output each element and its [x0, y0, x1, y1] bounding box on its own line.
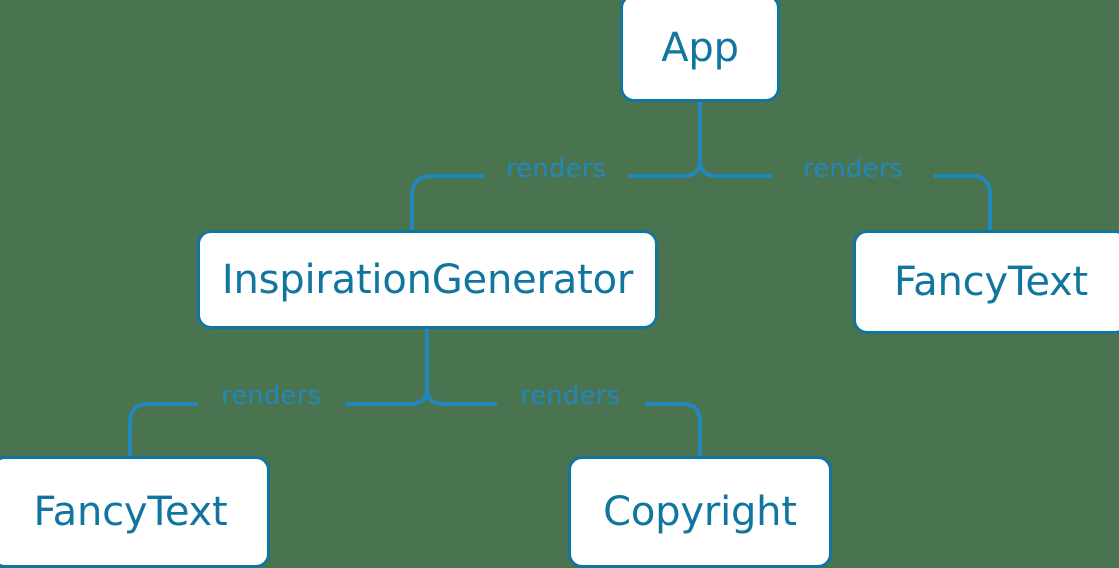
- node-app[interactable]: App: [620, 0, 780, 102]
- node-fancytext-left-label: FancyText: [33, 489, 228, 535]
- node-inspiration-generator-label: InspirationGenerator: [221, 256, 634, 303]
- node-fancytext-right-label: FancyText: [894, 259, 1088, 305]
- node-copyright-label: Copyright: [603, 489, 797, 535]
- node-inspiration-generator[interactable]: InspirationGenerator: [197, 230, 658, 329]
- node-fancytext-left[interactable]: FancyText: [0, 456, 270, 568]
- connector-inspgen-to-copyright: [425, 387, 702, 456]
- connector-app-to-fancytext-right: [698, 159, 992, 230]
- edge-label-inspiration-generator-to-fancytext-left: renders: [220, 381, 322, 411]
- node-app-label: App: [661, 25, 739, 71]
- node-fancytext-right[interactable]: FancyText: [853, 230, 1119, 334]
- edge-label-app-to-inspiration-generator: renders: [505, 154, 607, 184]
- edge-label-inspiration-generator-to-copyright: renders: [519, 381, 621, 411]
- edge-label-app-to-fancytext-right: renders: [802, 154, 904, 184]
- node-copyright[interactable]: Copyright: [568, 456, 832, 568]
